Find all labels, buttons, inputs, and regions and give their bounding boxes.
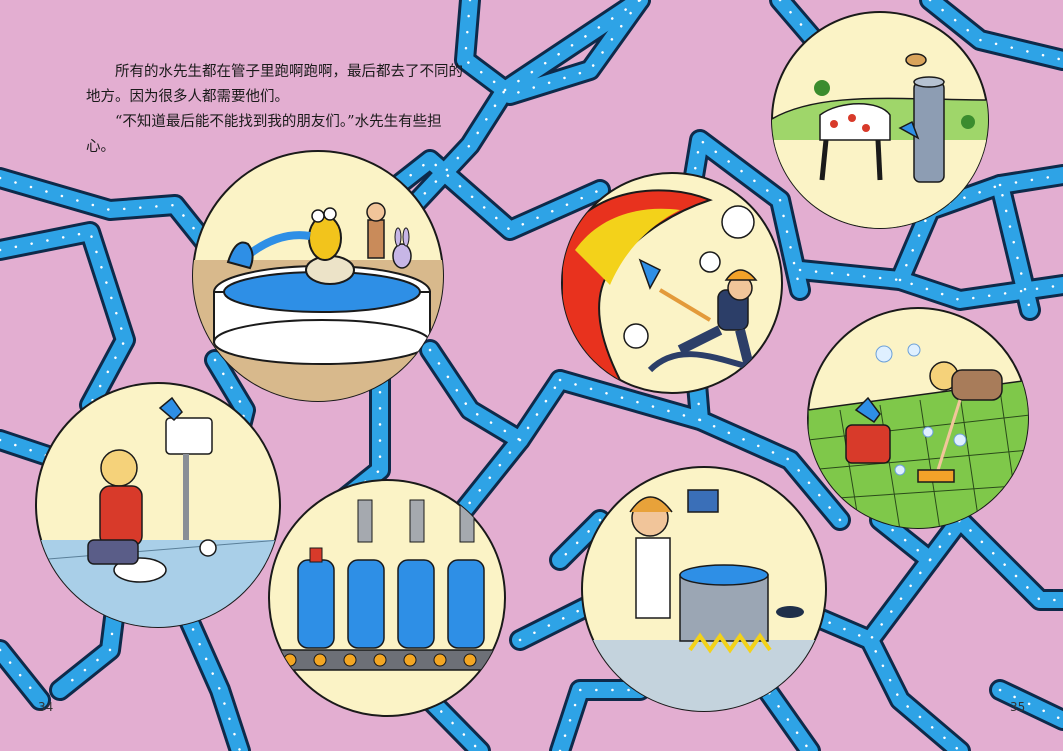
story-paragraph-1: 所有的水先生都在管子里跑啊跑啊，最后都去了不同的地方。因为很多人都需要他们。 xyxy=(86,64,463,105)
page-number-left: 34 xyxy=(38,700,54,714)
bottling-scene xyxy=(268,479,506,717)
cooking-pot-scene xyxy=(581,466,827,712)
fountain-scene xyxy=(192,150,444,402)
floor-mopping-scene xyxy=(807,307,1029,529)
story-text: 所有的水先生都在管子里跑啊跑啊，最后都去了不同的地方。因为很多人都需要他们。 “… xyxy=(86,60,466,160)
toilet-scene xyxy=(35,382,281,628)
page-number-right: 35 xyxy=(1010,700,1026,714)
story-paragraph-2: “不知道最后能不能找到我的朋友们。”水先生有些担心。 xyxy=(86,114,442,155)
firefighter-scene xyxy=(561,172,783,394)
dog-drinking-scene xyxy=(771,11,989,229)
